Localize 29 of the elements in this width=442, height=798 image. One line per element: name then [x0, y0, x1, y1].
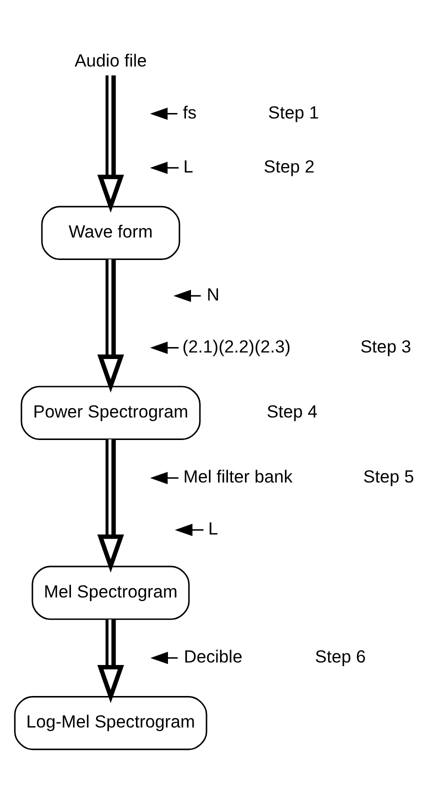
- label: Step 2: [263, 156, 314, 176]
- label: Step 3: [360, 336, 411, 356]
- node-box: Log-Mel Spectrogram: [14, 696, 207, 750]
- node-box: Mel Spectrogram: [31, 566, 190, 620]
- node-text: L: [182, 156, 193, 176]
- arrow: [96, 75, 124, 213]
- node-text: (2.1)(2.2)(2.3): [182, 336, 290, 356]
- node-box: Wave form: [40, 206, 180, 260]
- label: Step 6: [314, 646, 366, 666]
- arrow: [150, 342, 178, 354]
- node-text: N: [206, 284, 219, 304]
- node-box: Power Spectrogram: [20, 386, 200, 440]
- arrow: [150, 108, 177, 120]
- arrow: [172, 290, 200, 302]
- arrow: [96, 259, 124, 393]
- node-text: L: [208, 518, 218, 538]
- node-text: Mel filter bank: [182, 466, 292, 487]
- arrow: [150, 472, 178, 484]
- node-text: Decible: [183, 646, 242, 666]
- arrow: [96, 439, 124, 573]
- node-text: fs: [182, 102, 196, 122]
- arrow: [174, 524, 204, 536]
- node-text: Audio file: [74, 50, 146, 70]
- arrow: [96, 619, 124, 704]
- label: Step 5: [362, 466, 414, 487]
- label: Step 1: [268, 102, 318, 122]
- label: Step 4: [266, 401, 317, 422]
- arrow: [150, 162, 178, 174]
- arrow: [150, 652, 178, 664]
